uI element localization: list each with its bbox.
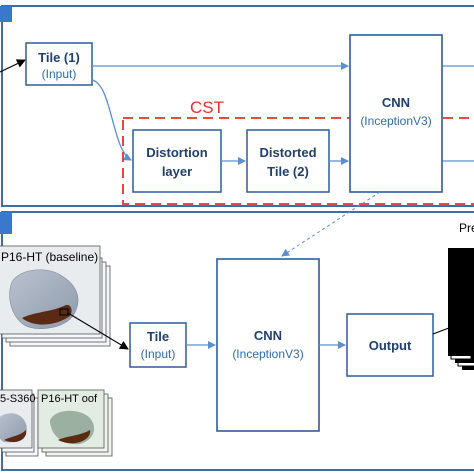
tile1-box: [25, 42, 93, 86]
cnn-bottom-subtitle: (InceptionV3): [232, 347, 303, 361]
distortion-layer-line1: Distortion: [146, 145, 207, 160]
tile1-to-distortion-arrow: [91, 79, 132, 161]
tile1-subtitle: (Input): [42, 67, 77, 81]
output-label: Output: [369, 338, 412, 353]
distorted-tile-line1: Distorted: [259, 145, 316, 160]
weights-transfer-arrow: [281, 191, 381, 257]
top-panel: [1, 5, 474, 207]
slide-baseline-label: P16-HT (baseline): [1, 250, 98, 264]
slide-to-tile-arrow: [67, 312, 129, 350]
bottom-panel-marker: [0, 212, 12, 234]
predictions-label: Pre: [459, 221, 474, 235]
slide-stack-s360: [0, 389, 39, 457]
distortion-layer-box: [132, 129, 222, 193]
cnn-bottom-title: CNN: [254, 328, 282, 343]
top-panel-marker: [0, 6, 12, 22]
cnn-bottom-box: [216, 258, 320, 432]
input-arrow-top: [0, 59, 26, 73]
tile-bottom-subtitle: (Input): [141, 347, 176, 361]
cst-label: CST: [190, 98, 224, 117]
distorted-tile-line2: Tile (2): [267, 164, 309, 179]
cst-region: [122, 117, 474, 205]
distortion-layer-line2: layer: [162, 164, 192, 179]
prediction-maps-stack: [448, 248, 474, 370]
slide-s360-label: 5-S360: [0, 393, 35, 405]
cnn-top-subtitle: (InceptionV3): [360, 114, 431, 128]
bottom-panel: [1, 211, 474, 471]
slide-oof-label: P16-HT oof: [41, 393, 98, 405]
cnn-top-box: [349, 34, 443, 193]
slide-stack-baseline: [0, 245, 111, 347]
slide-stack-oof: [37, 389, 113, 457]
tile1-title: Tile (1): [38, 50, 80, 65]
cnn-top-title: CNN: [382, 95, 410, 110]
tile-bottom-title: Tile: [147, 329, 169, 344]
distorted-tile-box: [246, 129, 330, 193]
output-box: [346, 313, 434, 377]
